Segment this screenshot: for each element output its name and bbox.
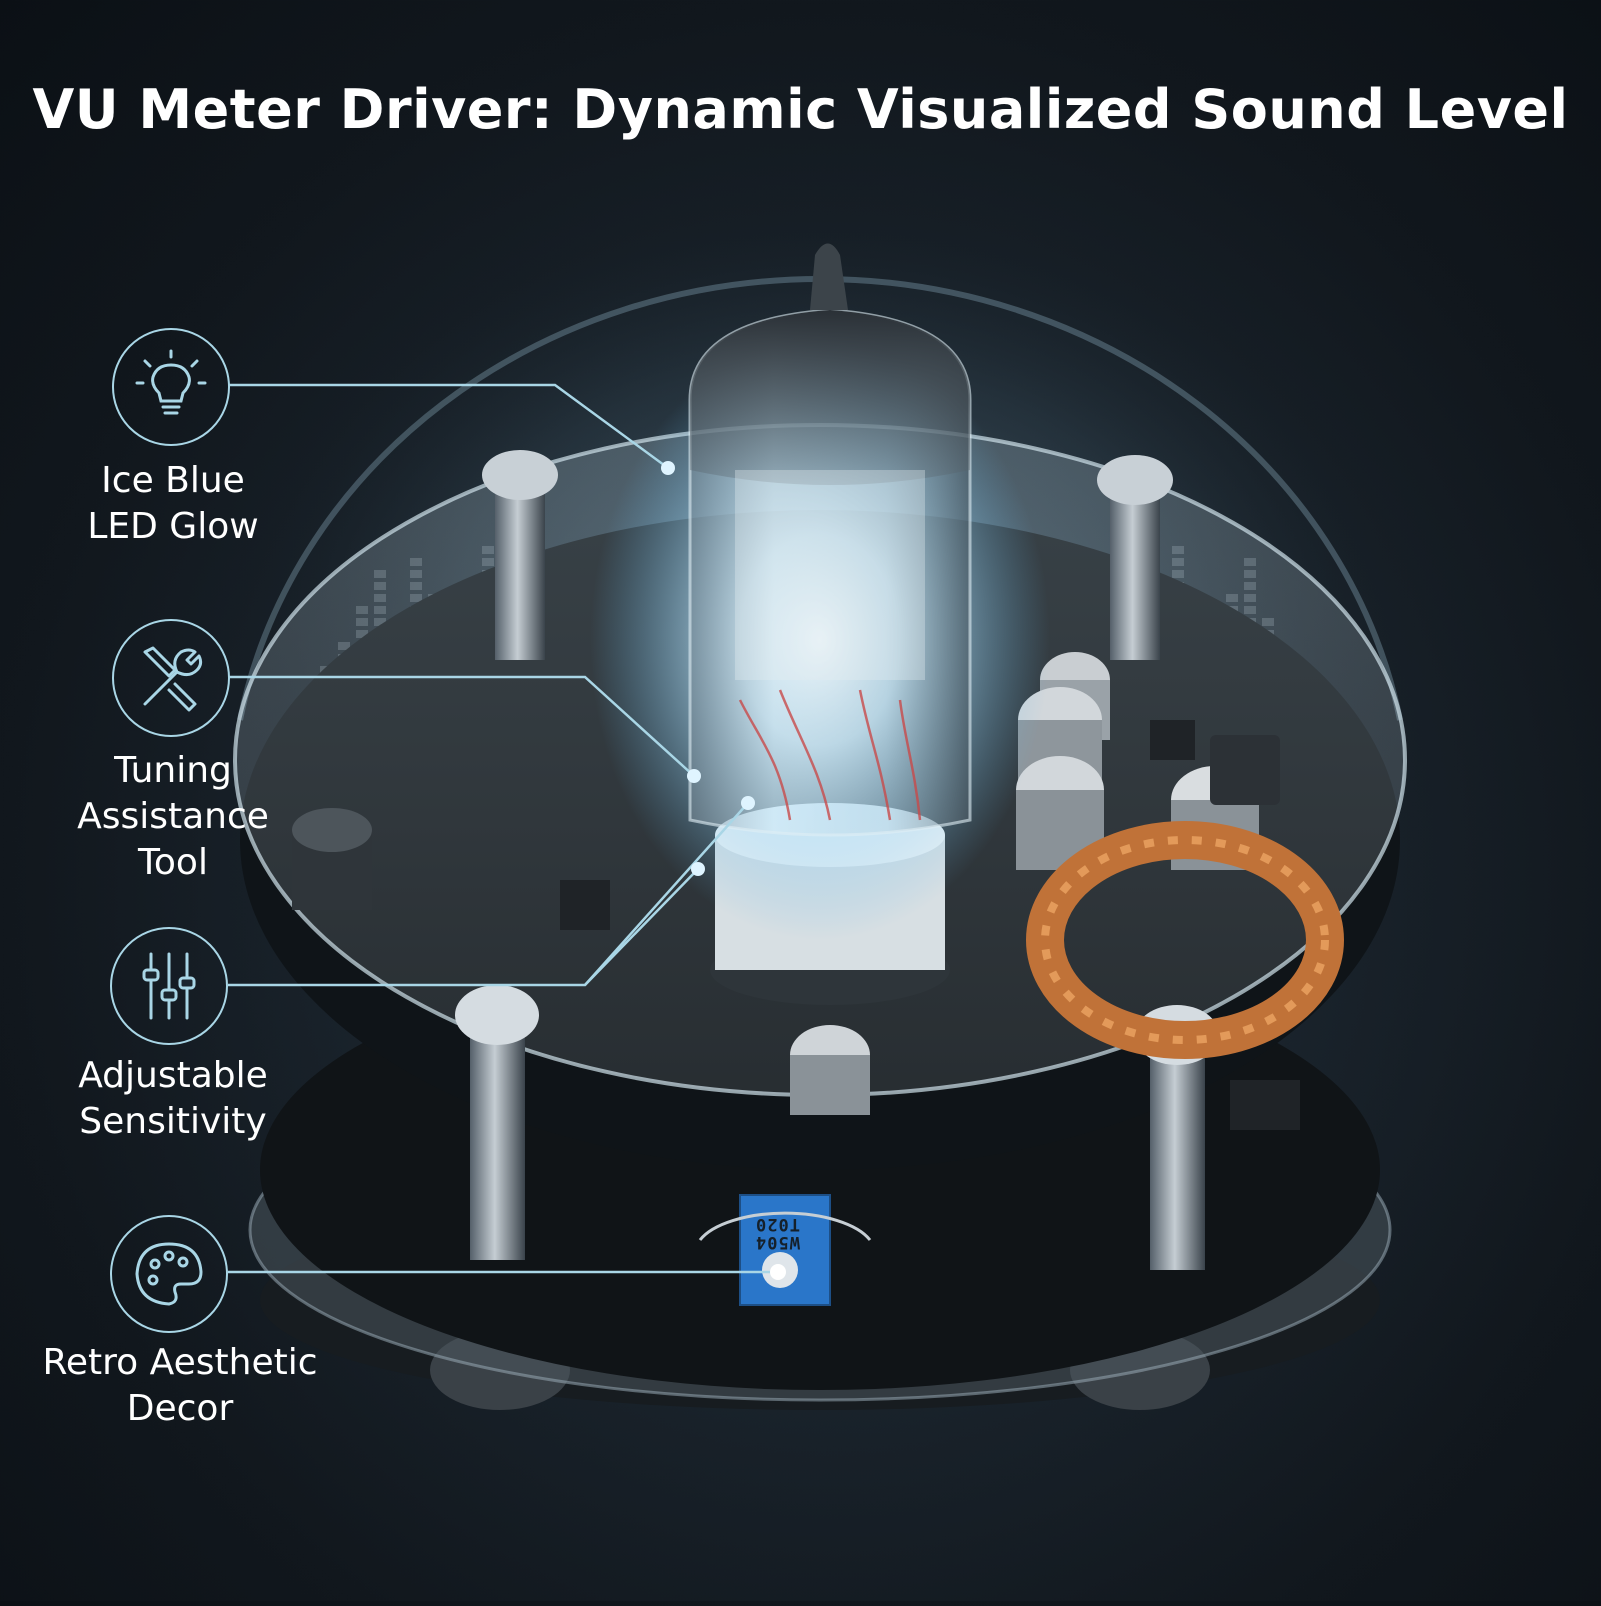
callout-line-tuning [228, 675, 695, 777]
callout-dots [661, 461, 786, 1280]
toroid-coil [1026, 821, 1344, 1059]
chips [560, 720, 1300, 1130]
vacuum-tube [688, 243, 972, 837]
feature-label-tuning: Tuning Assistance Tool [77, 750, 269, 883]
potentiometer-marking: W504 T020 [755, 1214, 800, 1252]
callout-lines [228, 383, 778, 1274]
lightbulb-icon [112, 328, 230, 446]
palette-icon [110, 1215, 228, 1333]
sliders-icon [110, 927, 228, 1045]
callout-line-ice-blue [228, 383, 669, 470]
feature-label-ice-blue: Ice Blue LED Glow [87, 460, 259, 547]
microphone [292, 808, 372, 910]
page-title: VU Meter Driver: Dynamic Visualized Soun… [32, 78, 1569, 141]
inductor [1210, 735, 1280, 805]
callout-line-sensitivity-b [584, 868, 699, 986]
tools-icon [112, 619, 230, 737]
feature-label-sensitivity: Adjustable Sensitivity [78, 1055, 268, 1142]
feature-label-retro: Retro Aesthetic Decor [42, 1342, 318, 1429]
standoffs [455, 450, 1219, 1270]
